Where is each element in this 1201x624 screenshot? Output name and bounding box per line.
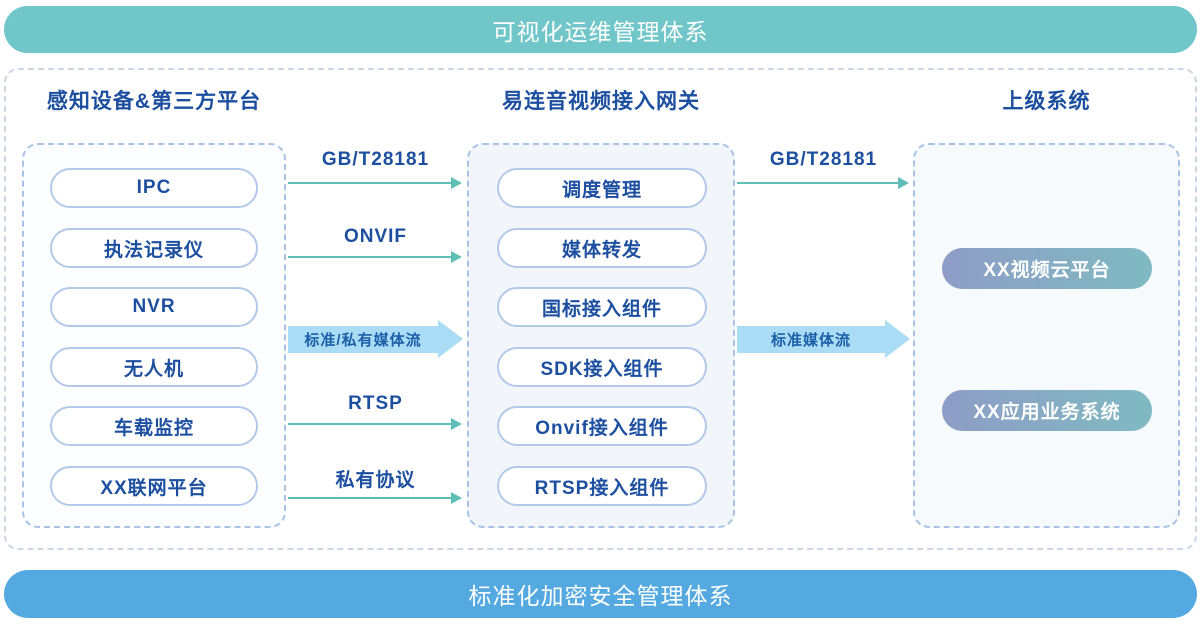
device-pill: NVR xyxy=(50,287,258,327)
arrow-label-gbt28181-left: GB/T28181 xyxy=(321,149,430,170)
device-pill: IPC xyxy=(50,168,258,208)
column-header-gateway: 易连音视频接入网关 xyxy=(502,90,700,113)
device-pill: 无人机 xyxy=(50,347,258,387)
device-pill: 执法记录仪 xyxy=(50,228,258,268)
block-arrow-head-icon xyxy=(885,320,910,358)
upper-system-pill: XX应用业务系统 xyxy=(942,390,1152,431)
arrow-rtsp xyxy=(288,418,462,430)
device-pill: 车载监控 xyxy=(50,406,258,446)
arrow-label-gbt28181-right: GB/T28181 xyxy=(769,149,878,170)
arrow-gbt28181-left xyxy=(288,177,462,189)
arrow-gbt28181-right xyxy=(737,177,909,189)
upper-systems-group-box xyxy=(913,143,1180,528)
arrow-label-private-protocol: 私有协议 xyxy=(335,469,416,491)
gateway-pill: 调度管理 xyxy=(497,168,707,208)
block-arrow-label: 标准/私有媒体流 xyxy=(288,325,438,353)
block-arrow-head-icon xyxy=(438,320,463,358)
arrow-onvif xyxy=(288,251,462,263)
arrow-label-rtsp: RTSP xyxy=(348,393,403,414)
block-arrow-standard-private-media: 标准/私有媒体流 xyxy=(288,320,463,358)
top-banner: 可视化运维管理体系 xyxy=(4,6,1197,53)
arrow-private-protocol xyxy=(288,492,462,504)
gateway-pill: Onvif接入组件 xyxy=(497,406,707,446)
gateway-pill: 国标接入组件 xyxy=(497,287,707,327)
block-arrow-label: 标准媒体流 xyxy=(737,325,885,353)
column-header-upper-systems: 上级系统 xyxy=(1002,90,1091,113)
block-arrow-standard-media: 标准媒体流 xyxy=(737,320,910,358)
device-pill: XX联网平台 xyxy=(50,466,258,506)
top-banner-label: 可视化运维管理体系 xyxy=(492,18,709,45)
column-header-devices: 感知设备&第三方平台 xyxy=(46,90,262,113)
bottom-banner-label: 标准化加密安全管理体系 xyxy=(468,583,733,609)
bottom-banner: 标准化加密安全管理体系 xyxy=(4,570,1197,618)
gateway-pill: RTSP接入组件 xyxy=(497,466,707,506)
upper-system-pill: XX视频云平台 xyxy=(942,248,1152,289)
gateway-pill: 媒体转发 xyxy=(497,228,707,268)
gateway-pill: SDK接入组件 xyxy=(497,347,707,387)
arrow-label-onvif: ONVIF xyxy=(343,226,408,247)
